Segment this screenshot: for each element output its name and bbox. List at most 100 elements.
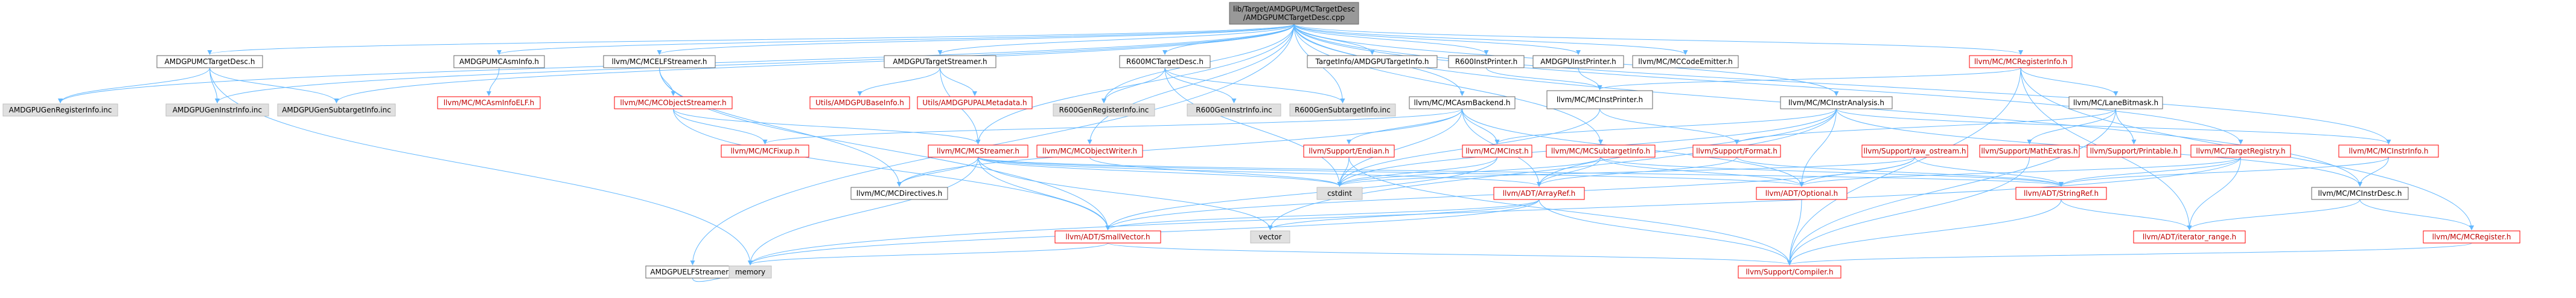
include-edge-n_format_h-to-n_stringref_h [1736, 157, 2064, 187]
graph-node-n_printable_h[interactable]: llvm/Support/Printable.h [2087, 144, 2181, 158]
graph-node-n_mcinstrdesc_h[interactable]: llvm/MC/MCInstrDesc.h [2311, 187, 2409, 200]
include-edge-root-to-n_r600instprinter_h [1293, 24, 1489, 55]
graph-node-box [2, 103, 118, 117]
graph-node-label: llvm/ADT/Optional.h [1765, 189, 1838, 198]
graph-node-n_mcinstprinter_h[interactable]: llvm/MC/MCInstPrinter.h [1546, 90, 1653, 109]
graph-node-n_mcregister_h[interactable]: llvm/MC/MCRegister.h [2423, 230, 2520, 244]
graph-node-n_amdgpubaseinfo_h[interactable]: Utils/AMDGPUBaseInfo.h [809, 96, 910, 109]
include-edge-n_mcregisterinfo_h-to-n_mcinstprinter_h [1597, 67, 2021, 90]
graph-node-label: Utils/AMDGPUPALMetadata.h [922, 99, 1027, 107]
include-edge-n_mcinst_h-to-n_cstdint [1337, 157, 1497, 187]
graph-node-n_format_h[interactable]: llvm/Support/Format.h [1692, 144, 1781, 158]
graph-node-root[interactable]: lib/Target/AMDGPU/MCTargetDesc/AMDGPUMCT… [1229, 2, 1359, 25]
graph-node-n_r600instprinter_h[interactable]: R600InstPrinter.h [1448, 55, 1525, 68]
graph-node-n_amdgpuelfstreamer_h[interactable]: AMDGPUELFStreamer.h [645, 265, 740, 279]
graph-node-n_targetinfo_h[interactable]: TargetInfo/AMDGPUTargetInfo.h [1307, 55, 1438, 68]
graph-node-label: AMDGPUTargetStreamer.h [893, 57, 987, 66]
graph-node-n_stringref_h[interactable]: llvm/ADT/StringRef.h [2015, 187, 2107, 200]
include-edge-n_lanebitmask_h-to-n_compiler_h [1787, 108, 2116, 265]
include-edge-n_mcinstrdesc_h-to-n_iterator_range_h [2187, 199, 2361, 230]
graph-node-box [1187, 103, 1281, 117]
include-edge-n_mathextras_h-to-n_compiler_h [1787, 157, 2030, 265]
include-edge-n_r600mctargetdesc_h-to-n_cstdint [1164, 67, 1342, 187]
graph-node-box [1119, 55, 1211, 68]
graph-node-label: AMDGPUInstPrinter.h [1540, 57, 1616, 66]
include-edge-root-to-n_mcelfstreamer_h [657, 24, 1295, 55]
graph-node-n_mcinst_h[interactable]: llvm/MC/MCInst.h [1462, 144, 1532, 158]
graph-node-n_endian_h[interactable]: llvm/Support/Endian.h [1303, 144, 1395, 158]
include-edge-n_mcinstranalysis_h-to-n_optional_h [1799, 108, 1837, 187]
graph-node-label: TargetInfo/AMDGPUTargetInfo.h [1315, 57, 1429, 66]
graph-node-n_r600mctargetdesc_h[interactable]: R600MCTargetDesc.h [1119, 55, 1211, 68]
graph-node-n_mcasminfoelf_h[interactable]: llvm/MC/MCAsmInfoELF.h [437, 96, 541, 109]
include-edge-n_mcelfstreamer_h-to-n_mcobjectstreamer_h [659, 67, 676, 96]
graph-node-n_iterator_range_h[interactable]: llvm/ADT/iterator_range.h [2133, 230, 2246, 244]
graph-node-label: llvm/MC/MCObjectStreamer.h [620, 99, 726, 107]
include-edge-n_mcinstprinter_h-to-n_format_h [1599, 108, 1739, 144]
graph-node-n_targetregistry_h[interactable]: llvm/MC/TargetRegistry.h [2190, 144, 2291, 158]
graph-node-box [603, 55, 716, 68]
graph-node-box [2087, 144, 2181, 158]
graph-node-box [165, 103, 269, 117]
graph-node-label: llvm/MC/MCRegisterInfo.h [1974, 57, 2067, 66]
graph-node-box [1054, 230, 1161, 244]
graph-node-n_smallvector_h[interactable]: llvm/ADT/SmallVector.h [1054, 230, 1161, 244]
graph-node-box [1053, 103, 1155, 117]
include-edge-n_amdgpu_mctargetdesc_h-to-n_amdgpugensubtargetinfo_inc [209, 67, 339, 103]
include-edge-n_mcasmbackend_h-to-n_mcinst_h [1462, 108, 1500, 144]
graph-node-label: llvm/MC/MCInst.h [1465, 147, 1529, 155]
include-edge-n_mcsubtargetinfo_h-to-n_arrayref_h [1537, 157, 1601, 187]
graph-node-box [1462, 144, 1532, 158]
graph-node-n_mcinstrinfo_h[interactable]: llvm/MC/MCInstrInfo.h [2338, 144, 2439, 158]
graph-node-label: llvm/MC/MCInstPrinter.h [1557, 96, 1643, 104]
graph-node-box [809, 96, 910, 109]
graph-node-n_mcfixup_h[interactable]: llvm/MC/MCFixup.h [721, 144, 809, 158]
graph-node-n_optional_h[interactable]: llvm/ADT/Optional.h [1756, 187, 1848, 200]
include-edge-n_mcsubtargetinfo_h-to-n_cstdint [1337, 157, 1601, 187]
graph-node-label: llvm/MC/MCAsmBackend.h [1414, 99, 1511, 107]
graph-node-n_mcelfstreamer_h[interactable]: llvm/MC/MCELFStreamer.h [603, 55, 716, 68]
graph-node-label: llvm/Support/Printable.h [2090, 147, 2178, 155]
graph-node-n_mcsubtargetinfo_h[interactable]: llvm/MC/MCSubtargetInfo.h [1546, 144, 1656, 158]
include-edge-n_arrayref_h-to-n_compiler_h [1538, 199, 1792, 265]
include-edge-root-to-n_amdgpugensubtargetinfo_inc [334, 24, 1295, 103]
graph-node-n_mccodeemitter_h[interactable]: llvm/MC/MCCodeEmitter.h [1632, 55, 1739, 68]
graph-node-box [1229, 2, 1359, 25]
include-edge-n_mcasmbackend_h-to-n_cstdint [1337, 108, 1462, 187]
graph-node-n_mcstreamer_h[interactable]: llvm/MC/MCStreamer.h [928, 144, 1028, 158]
graph-node-n_arrayref_h[interactable]: llvm/ADT/ArrayRef.h [1493, 187, 1585, 200]
graph-node-label: llvm/Support/Compiler.h [1745, 268, 1833, 276]
graph-node-n_mcinstranalysis_h[interactable]: llvm/MC/MCInstrAnalysis.h [1780, 96, 1893, 109]
graph-node-n_mcasmbackend_h[interactable]: llvm/MC/MCAsmBackend.h [1409, 96, 1516, 109]
include-edge-n_mcasmbackend_h-to-n_mcdirectives_h [897, 108, 1462, 187]
graph-node-n_amdgputargetstreamer_h[interactable]: AMDGPUTargetStreamer.h [884, 55, 996, 68]
graph-node-box [1632, 55, 1739, 68]
include-edge-n_mcinst_h-to-n_smallvector_h [1105, 157, 1497, 230]
graph-node-n_amdgpupalmetadata_h[interactable]: Utils/AMDGPUPALMetadata.h [917, 96, 1033, 109]
include-edge-n_mcstreamer_h-to-n_smallvector_h [978, 157, 1111, 230]
graph-node-n_amdgpu_mctargetdesc_h[interactable]: AMDGPUMCTargetDesc.h [156, 55, 263, 68]
graph-node-label: AMDGPUGenInstrInfo.inc [173, 106, 262, 114]
graph-node-n_mcobjectwriter_h[interactable]: llvm/MC/MCObjectWriter.h [1036, 144, 1143, 158]
include-edge-root-to-n_mcobjectwriter_h [1087, 24, 1295, 144]
graph-node-n_mcregisterinfo_h[interactable]: llvm/MC/MCRegisterInfo.h [1969, 55, 2073, 68]
graph-node-n_compiler_h[interactable]: llvm/Support/Compiler.h [1738, 265, 1841, 279]
graph-node-n_mcdirectives_h[interactable]: llvm/MC/MCDirectives.h [850, 187, 948, 200]
graph-node-box [1546, 144, 1656, 158]
include-edge-n_mcasmbackend_h-to-n_mcfixup_h [762, 108, 1462, 144]
graph-node-n_raw_ostream_h[interactable]: llvm/Support/raw_ostream.h [1861, 144, 1968, 158]
include-edge-n_smallvector_h-to-n_compiler_h [1108, 242, 1792, 265]
graph-node-n_mcobjectstreamer_h[interactable]: llvm/MC/MCObjectStreamer.h [614, 96, 733, 109]
include-edge-n_lanebitmask_h-to-n_format_h [1734, 108, 2116, 144]
include-edge-root-to-n_mcstreamer_h [975, 24, 1295, 144]
graph-node-n_amdgpuinstprinter_h[interactable]: AMDGPUInstPrinter.h [1532, 55, 1624, 68]
graph-node-label: llvm/ADT/ArrayRef.h [1503, 189, 1576, 198]
graph-node-label: AMDGPUELFStreamer.h [650, 268, 735, 276]
graph-node-n_mathextras_h[interactable]: llvm/Support/MathExtras.h [1979, 144, 2080, 158]
include-edge-n_mcstreamer_h-to-n_optional_h [978, 157, 1804, 187]
graph-node-n_lanebitmask_h[interactable]: llvm/MC/LaneBitmask.h [2068, 96, 2163, 109]
graph-node-n_cstdint: cstdint [1316, 187, 1363, 200]
graph-node-n_amdgpumcasminfo_h[interactable]: AMDGPUMCAsmInfo.h [453, 55, 545, 68]
include-edge-n_stringref_h-to-n_iterator_range_h [2061, 199, 2192, 230]
graph-node-label: llvm/MC/MCFixup.h [730, 147, 799, 155]
